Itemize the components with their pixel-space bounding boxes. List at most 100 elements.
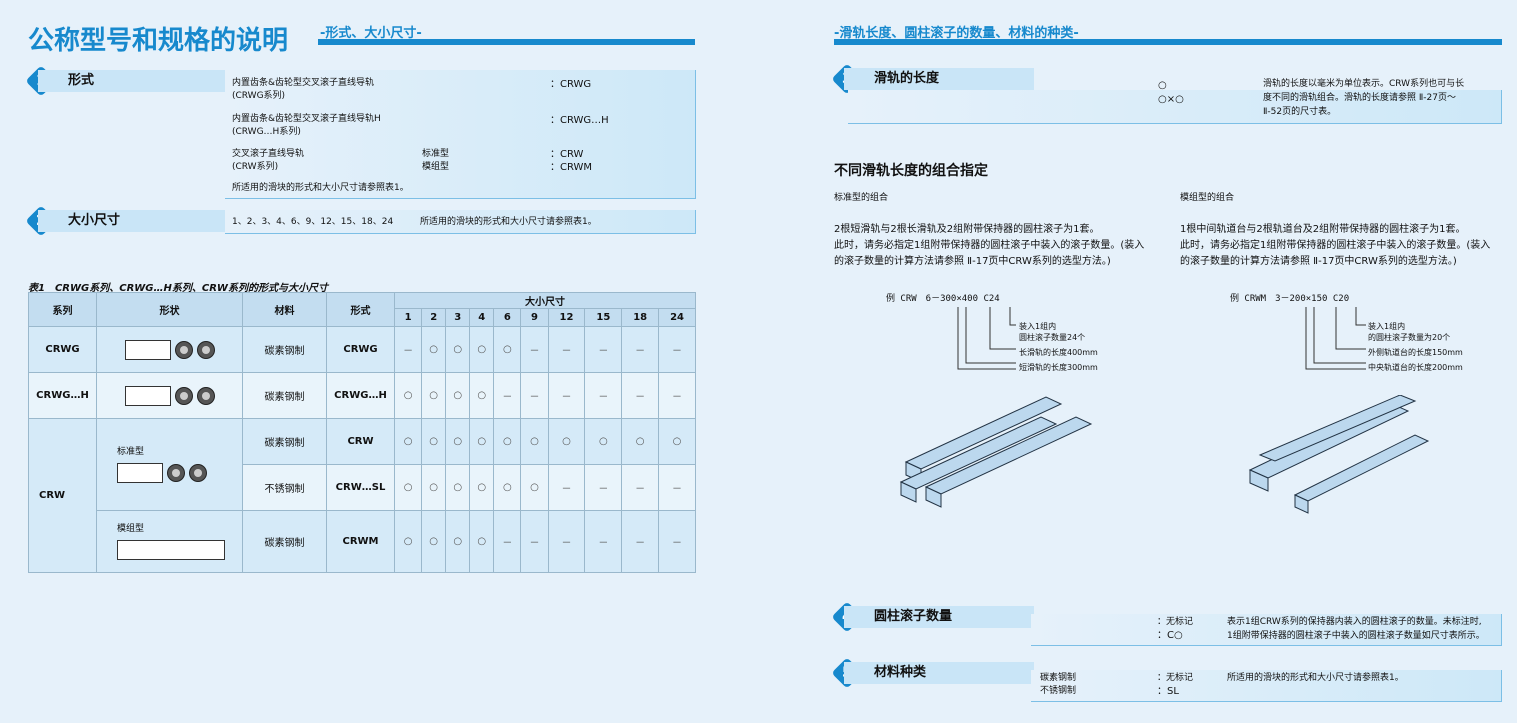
form-cell: CRWM <box>326 510 395 573</box>
shape-cell <box>96 326 243 373</box>
rail-section-icon <box>124 339 171 360</box>
section-body <box>1031 670 1502 702</box>
mod-note: 中央轨道台的长度200mm <box>1368 363 1463 372</box>
form-code: ：CRW <box>550 149 584 160</box>
th-shape: 形状 <box>96 292 243 327</box>
section-label: 材料种类 <box>844 662 1034 684</box>
material-cell: 碳素钢制 <box>242 326 327 373</box>
pinion-icon <box>196 386 215 405</box>
series-cell: CRW <box>28 418 97 573</box>
size-mark: ○ <box>584 418 623 465</box>
section-material: 5 材料种类 碳素钢制 不锈钢制 ：无标记 ：SL 所适用的滑块的形式和大小尺寸… <box>831 657 1502 702</box>
material-option: ：SL <box>1157 686 1179 697</box>
size-mark: ○ <box>421 326 447 373</box>
size-mark: ○ <box>469 418 495 465</box>
table-caption: 表1 CRWG系列、CRWG…H系列、CRW系列的形式与大小尺寸 <box>28 283 328 294</box>
material-cell: 碳素钢制 <box>242 372 327 419</box>
mod-note: 装入1组内 <box>1368 322 1406 331</box>
form-code: ：CRWM <box>550 162 593 173</box>
form-cell: CRW <box>326 418 395 465</box>
th-series: 系列 <box>28 292 97 327</box>
size-mark: － <box>584 372 623 419</box>
size-mark: ○ <box>493 418 522 465</box>
size-header-4: 4 <box>469 308 495 327</box>
size-mark: ○ <box>469 372 495 419</box>
size-mark: － <box>493 510 522 573</box>
size-mark: － <box>520 326 549 373</box>
series-cell: CRWG <box>28 326 97 373</box>
form-type: 模组型 <box>422 162 450 172</box>
size-mark: － <box>493 372 522 419</box>
combo-title: 不同滑轨长度的组合指定 <box>834 163 988 179</box>
size-mark: ○ <box>393 510 423 573</box>
size-mark: ○ <box>421 510 447 573</box>
std-note: 装入1组内 <box>1019 322 1057 331</box>
std-p2: 此时，请务必指定1组附带保持器的圆柱滚子中装入的滚子数量。(装入 <box>834 240 1145 251</box>
page-title: 公称型号和规格的说明 <box>28 26 289 56</box>
size-mark: ○ <box>493 464 522 511</box>
length-desc: 滑轨的长度以毫米为单位表示。CRW系列也可与长 <box>1263 79 1465 89</box>
size-mark: － <box>547 372 586 419</box>
size-mark: － <box>547 464 586 511</box>
module-section-icon <box>117 540 225 560</box>
shape-sub-label: 模组型 <box>117 524 145 534</box>
section-body: 1、2、3、4、6、9、12、15、18、24 所适用的滑块的形式和大小尺寸请参… <box>225 210 696 234</box>
size-mark: － <box>584 326 623 373</box>
section-form: 1 形式 内置齿条&齿轮型交叉滚子直线导轨 (CRWG系列) ：CRWG 内置齿… <box>25 65 696 200</box>
roller-desc: 1组附带保持器的圆柱滚子中装入的圆柱滚子数量如尺寸表所示。 <box>1227 631 1485 641</box>
size-mark: － <box>658 464 696 511</box>
rail-section-icon <box>124 385 171 406</box>
pinion-icon <box>174 340 193 359</box>
size-header-12: 12 <box>547 308 586 327</box>
std-note: 圆柱滚子数量24个 <box>1019 333 1086 342</box>
size-mark: ○ <box>421 464 447 511</box>
form-code: ：CRWG <box>550 79 592 90</box>
size-mark: ○ <box>445 510 471 573</box>
roller-desc: 表示1组CRW系列的保持器内装入的圆柱滚子的数量。未标注时, <box>1227 617 1482 627</box>
section-size: 2 大小尺寸 1、2、3、4、6、9、12、15、18、24 所适用的滑块的形式… <box>25 205 696 237</box>
size-mark: ○ <box>393 464 423 511</box>
size-mark: － <box>621 372 660 419</box>
size-header-18: 18 <box>621 308 660 327</box>
std-note: 短滑轨的长度300mm <box>1019 363 1098 372</box>
size-mark: － <box>658 510 696 573</box>
shape-cell: 模组型 <box>96 510 243 573</box>
size-mark: ○ <box>658 418 696 465</box>
shape-cell <box>96 372 243 419</box>
roller-option: ：C○ <box>1157 630 1183 641</box>
material-option: ：无标记 <box>1157 673 1194 683</box>
section-rail-length: 3 滑轨的长度 ○ ○×○ 滑轨的长度以毫米为单位表示。CRW系列也可与长 度不… <box>831 63 1502 124</box>
roller-option: ：无标记 <box>1157 617 1194 627</box>
series-cell: CRWG…H <box>28 372 97 419</box>
size-mark: － <box>584 510 623 573</box>
length-option: ○×○ <box>1158 94 1184 105</box>
form-cell: CRW…SL <box>326 464 395 511</box>
size-mark: － <box>621 510 660 573</box>
mod-note: 外侧轨道台的长度150mm <box>1368 348 1463 357</box>
size-mark: ○ <box>469 510 495 573</box>
size-mark: ○ <box>445 464 471 511</box>
size-mark: － <box>621 326 660 373</box>
size-mark: － <box>547 326 586 373</box>
section-body <box>1031 614 1502 646</box>
size-mark: ○ <box>520 464 549 511</box>
material-cell: 不锈钢制 <box>242 464 327 511</box>
section-body <box>848 90 1502 124</box>
th-material: 材料 <box>242 292 327 327</box>
size-mark: ○ <box>445 418 471 465</box>
std-p3: 的滚子数量的计算方法请参照 Ⅱ-17页中CRW系列的选型方法。) <box>834 256 1111 267</box>
size-mark: ○ <box>469 326 495 373</box>
size-mark: ○ <box>469 464 495 511</box>
std-label: 标准型的组合 <box>834 193 889 203</box>
size-header-24: 24 <box>658 308 696 327</box>
th-size: 大小尺寸 <box>394 292 696 309</box>
mod-p1: 1根中间轨道台与2根轨道台及2组附带保持器的圆柱滚子为1套。 <box>1180 224 1466 235</box>
size-mark: ○ <box>493 326 522 373</box>
size-mark: ○ <box>421 418 447 465</box>
roller-icon <box>167 464 185 482</box>
size-mark: － <box>547 510 586 573</box>
roller-icon <box>189 464 207 482</box>
form-code: ：CRWG…H <box>550 115 609 126</box>
size-note: 所适用的滑块的形式和大小尺寸请参照表1。 <box>420 217 597 227</box>
size-mark: － <box>658 372 696 419</box>
